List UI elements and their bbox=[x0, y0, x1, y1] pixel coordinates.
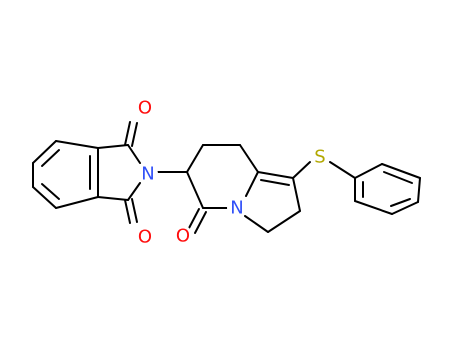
bond bbox=[292, 161, 311, 179]
atom-n-imide: N bbox=[141, 164, 154, 185]
bond bbox=[55, 140, 99, 149]
bond bbox=[186, 171, 204, 209]
bond bbox=[97, 196, 129, 201]
carbonyl-bond bbox=[194, 211, 207, 234]
atom-labels: O O N O N S bbox=[135, 98, 330, 248]
carbonyl-bond bbox=[131, 198, 138, 223]
aromatic-inner-bond bbox=[390, 198, 411, 207]
bond bbox=[32, 140, 57, 164]
bond bbox=[127, 144, 141, 164]
double-bond-inner bbox=[260, 179, 290, 186]
bond bbox=[97, 144, 129, 149]
bond bbox=[55, 196, 99, 209]
bond bbox=[267, 210, 301, 233]
bond bbox=[127, 182, 141, 201]
bond bbox=[354, 200, 393, 215]
phenyl-ring bbox=[354, 163, 421, 215]
atom-s-thioether: S bbox=[314, 147, 325, 168]
phthalimide-group bbox=[32, 121, 141, 224]
bond bbox=[354, 163, 383, 179]
atom-o-top: O bbox=[138, 98, 152, 119]
aromatic-inner-bond bbox=[41, 149, 60, 167]
bond bbox=[292, 177, 301, 212]
bond bbox=[239, 144, 259, 173]
aromatic-inner-bond bbox=[41, 183, 60, 200]
bond bbox=[381, 163, 421, 179]
aromatic-inner-bond bbox=[383, 171, 413, 184]
bond bbox=[417, 177, 421, 203]
bond bbox=[244, 215, 269, 233]
bond bbox=[186, 144, 204, 173]
carbonyl-bond bbox=[124, 121, 131, 146]
atom-o-bottom: O bbox=[138, 227, 152, 248]
bond bbox=[329, 161, 356, 179]
indolizinone-core bbox=[156, 144, 356, 234]
bond bbox=[32, 186, 57, 209]
atom-o-lactam: O bbox=[176, 226, 190, 247]
atom-n-ring: N bbox=[230, 198, 243, 219]
bond bbox=[391, 201, 419, 215]
carbonyl-bond bbox=[124, 199, 131, 224]
bond bbox=[245, 171, 259, 197]
bond bbox=[257, 171, 294, 179]
carbonyl-bond bbox=[187, 208, 200, 231]
carbonyl-bond bbox=[131, 122, 138, 147]
